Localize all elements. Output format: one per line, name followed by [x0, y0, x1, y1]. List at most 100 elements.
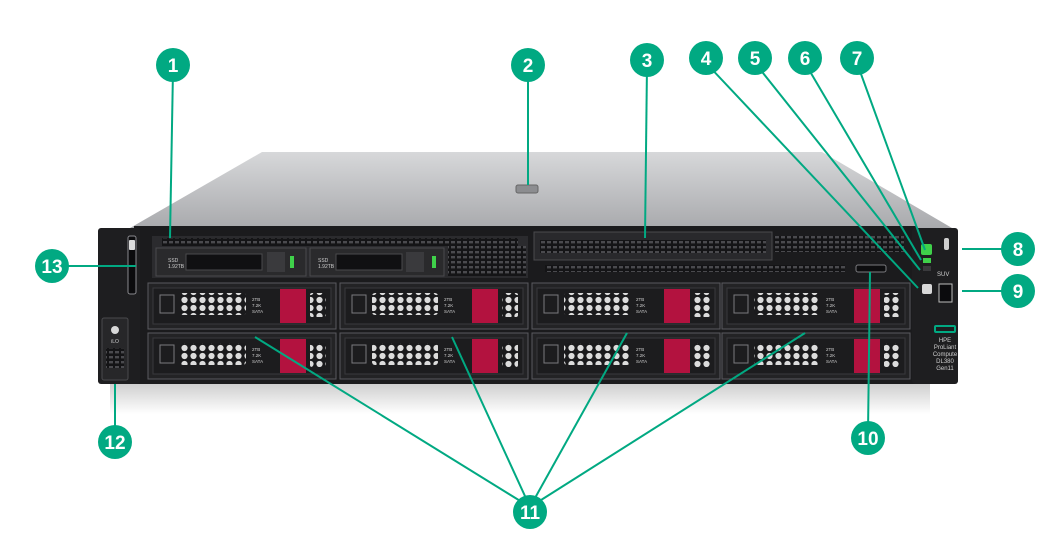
bay-label-capacity: 2TB: [444, 347, 452, 352]
small-drive-release-1: [267, 252, 285, 272]
ilo-service-port[interactable]: [855, 264, 887, 273]
bay-hex-grille: [180, 293, 246, 315]
floor-shadow: [110, 384, 930, 414]
leader-lines: [57, 62, 1013, 508]
bay-label-speed: 7.2K: [636, 303, 645, 308]
bay-label-iface: SATA: [444, 309, 455, 314]
health-led: [923, 258, 931, 263]
bay-hex-grille: [754, 343, 820, 365]
small-drive-label-1b: 1.92TB: [168, 264, 185, 270]
bay-label-speed: 7.2K: [826, 353, 835, 358]
small-drive-label-1a: SSD: [168, 258, 179, 264]
leader-line-11-1: [254, 336, 531, 508]
bay-tag-frame: [543, 294, 559, 314]
model-line-1: HPE: [939, 338, 951, 344]
callout-number: 4: [701, 49, 712, 70]
bay-release-latch: [472, 339, 498, 373]
callout-number: 11: [520, 503, 541, 524]
callout-11: 11: [513, 495, 547, 529]
bay-release-latch: [472, 289, 498, 323]
bay-hex-grille: [754, 293, 820, 315]
callout-circle: [630, 43, 664, 77]
callout-2: 2: [511, 48, 545, 82]
model-line-3: Compute: [933, 352, 958, 358]
bay-tag-frame: [733, 294, 749, 314]
bay-side-grille: [884, 343, 900, 367]
drive-cage-vent: [162, 238, 518, 246]
callout-number: 7: [852, 49, 863, 70]
media-bay-grille: [540, 240, 766, 253]
bay-release-latch: [854, 339, 880, 373]
callout-10: 10: [851, 421, 885, 455]
callout-circle: [851, 421, 885, 455]
bay-side-grille: [310, 293, 326, 317]
bay-side-grille: [884, 293, 900, 317]
callout-12: 12: [98, 425, 132, 459]
bay-tag-frame: [733, 344, 749, 364]
leader-line-3: [644, 64, 648, 239]
bay-hex-grille: [372, 343, 438, 365]
callout-circle: [35, 249, 69, 283]
bay-label-iface: SATA: [636, 359, 647, 364]
usb-c-port[interactable]: [944, 238, 949, 250]
callout-6: 6: [788, 41, 822, 75]
bay-release-latch: [280, 289, 306, 323]
media-bay-lower-grille: [545, 265, 845, 272]
bay-label-capacity: 2TB: [636, 347, 644, 352]
leader-line-11-3: [529, 332, 628, 508]
small-drive-label-2b: 1.92TB: [318, 264, 335, 270]
bay-side-grille: [502, 343, 518, 367]
bay-tag-frame: [159, 344, 175, 364]
hpe-logo-mark: [934, 325, 956, 333]
callout-number: 5: [750, 49, 761, 70]
leader-line-1: [169, 69, 174, 239]
bay-side-grille: [694, 293, 710, 317]
callout-3: 3: [630, 43, 664, 77]
small-drive-release-2: [406, 252, 424, 272]
bay-side-grille: [310, 343, 326, 367]
ear-label-grid: [106, 348, 124, 368]
bay-label-capacity: 2TB: [252, 347, 260, 352]
leader-line-4: [705, 62, 919, 289]
suv-port-label: SUV: [937, 272, 949, 278]
bay-label-capacity: 2TB: [444, 297, 452, 302]
callout-number: 2: [523, 56, 534, 77]
callout-number: 8: [1013, 240, 1024, 261]
callout-1: 1: [156, 48, 190, 82]
callout-circle: [689, 41, 723, 75]
usb-a-port[interactable]: [938, 283, 953, 303]
uid-button[interactable]: [922, 284, 932, 294]
bay-label-speed: 7.2K: [444, 303, 453, 308]
bay-tag-frame: [159, 294, 175, 314]
bay-tag-frame: [351, 294, 367, 314]
callout-4: 4: [689, 41, 723, 75]
bay-label-iface: SATA: [826, 309, 837, 314]
bay-label-iface: SATA: [444, 359, 455, 364]
bay-label-speed: 7.2K: [636, 353, 645, 358]
callout-circle: [738, 41, 772, 75]
bay-tag-frame: [351, 344, 367, 364]
callout-number: 13: [41, 257, 62, 278]
callout-5: 5: [738, 41, 772, 75]
nic-led: [923, 266, 931, 271]
small-drive-led-1: [290, 256, 294, 268]
leader-line-11-2: [451, 336, 531, 508]
bay-tag-frame: [543, 344, 559, 364]
bay-label-iface: SATA: [826, 359, 837, 364]
leader-line-10: [867, 271, 871, 434]
callout-circle: [1001, 232, 1035, 266]
leader-line-5: [754, 62, 921, 271]
lff-drive-bays: 2TB7.2KSATA2TB7.2KSATA2TB7.2KSATA2TB7.2K…: [147, 282, 911, 380]
callout-circle: [511, 48, 545, 82]
callout-circle: [513, 495, 547, 529]
